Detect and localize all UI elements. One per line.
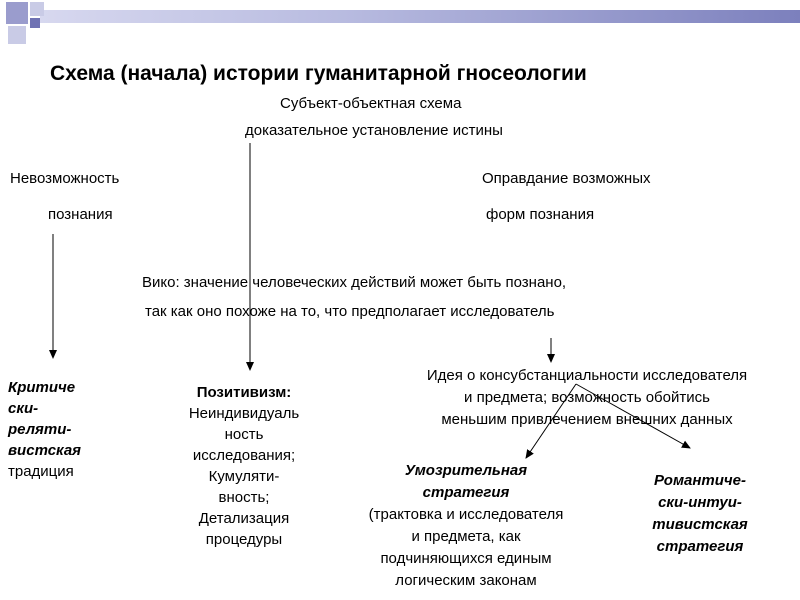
speculative-heading: Умозрительная bbox=[404, 462, 528, 479]
positivism-line: Детализация bbox=[198, 510, 290, 527]
speculative-line: и предмета, как bbox=[411, 528, 521, 545]
subject-object-label: Субъект-объектная схема bbox=[280, 95, 462, 112]
speculative-line: подчиняющихся единым bbox=[380, 550, 552, 567]
critical-line: Критиче bbox=[8, 379, 76, 396]
arrow-to-romantic bbox=[575, 383, 691, 449]
arrow-to-speculative bbox=[525, 383, 577, 459]
critical-line: реляти- bbox=[8, 421, 72, 438]
positivism-line: ность bbox=[224, 426, 264, 443]
decor-square bbox=[6, 2, 28, 24]
critical-line-last: традиция bbox=[8, 463, 74, 480]
critical-tradition-block: Критиче ски- реляти- вистская традиция bbox=[8, 377, 81, 482]
speculative-line: (трактовка и исследователя bbox=[368, 506, 564, 523]
positivism-line: вность; bbox=[218, 489, 270, 506]
decor-square bbox=[8, 26, 26, 44]
romantic-block: Романтиче- ски-интуи- тивистская стратег… bbox=[610, 470, 790, 558]
speculative-heading: стратегия bbox=[422, 484, 510, 501]
idea-line: и предмета; возможность обойтись bbox=[464, 389, 710, 406]
romantic-line: стратегия bbox=[656, 538, 744, 555]
positivism-line: процедуры bbox=[205, 531, 283, 548]
critical-line: вистская bbox=[8, 442, 82, 459]
positivism-line: Кумуляти- bbox=[208, 468, 280, 485]
header-decoration bbox=[0, 0, 800, 48]
idea-line: Идея о консубстанциальности исследовател… bbox=[426, 367, 748, 384]
romantic-line: Романтиче- bbox=[653, 472, 747, 489]
positivism-block: Позитивизм: Неиндивидуаль ность исследов… bbox=[146, 382, 342, 550]
vico-line2: так как оно похоже на то, что предполага… bbox=[145, 303, 555, 320]
positivism-line: исследования; bbox=[192, 447, 296, 464]
impossibility-line1: Невозможность bbox=[10, 170, 120, 187]
justification-line1: Оправдание возможных bbox=[482, 170, 651, 187]
positivism-line: Неиндивидуаль bbox=[188, 405, 300, 422]
speculative-block: Умозрительная стратегия (трактовка и исс… bbox=[330, 460, 602, 592]
page-title: Схема (начала) истории гуманитарной гнос… bbox=[50, 62, 587, 85]
header-gradient-bar bbox=[40, 10, 800, 23]
idea-line: меньшим привлечением внешних данных bbox=[441, 411, 733, 428]
justification-line2: форм познания bbox=[486, 206, 595, 223]
decor-square bbox=[30, 18, 40, 28]
vico-line1: Вико: значение человеческих действий мож… bbox=[142, 274, 567, 291]
speculative-line: логическим законам bbox=[395, 572, 537, 589]
positivism-heading: Позитивизм: bbox=[196, 384, 292, 401]
romantic-line: тивистская bbox=[652, 516, 748, 533]
impossibility-line2: познания bbox=[48, 206, 113, 223]
decor-square bbox=[30, 2, 44, 16]
proof-label: доказательное установление истины bbox=[245, 122, 503, 139]
idea-block: Идея о консубстанциальности исследовател… bbox=[376, 365, 798, 431]
critical-line: ски- bbox=[8, 400, 39, 417]
romantic-line: ски-интуи- bbox=[658, 494, 742, 511]
